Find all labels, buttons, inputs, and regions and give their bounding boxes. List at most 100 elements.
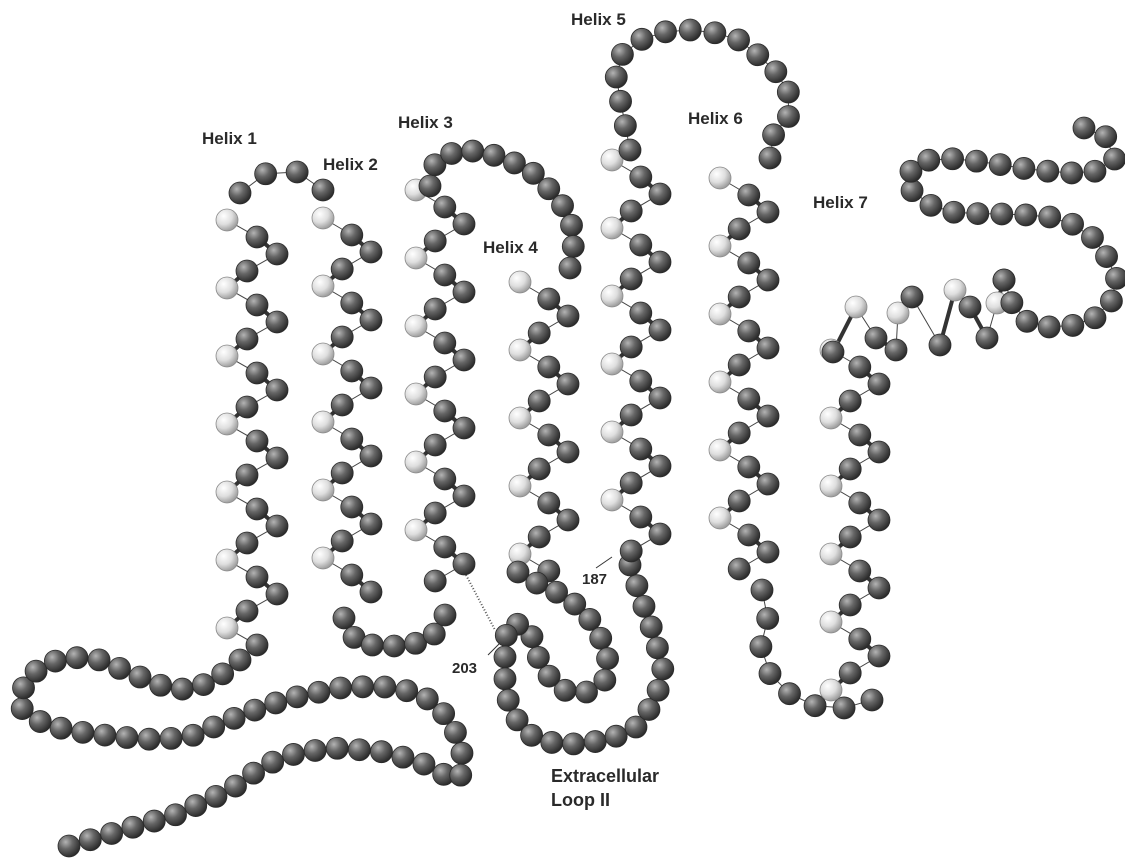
n-terminal-tail — [50, 717, 72, 739]
helix-5-residue — [649, 251, 671, 273]
helix-3-residue — [453, 281, 475, 303]
helix-7-residue — [849, 356, 871, 378]
helix-1-residue — [216, 617, 238, 639]
helix-6-residue — [728, 218, 750, 240]
helix-5-residue — [649, 523, 671, 545]
loop-5-6 — [631, 28, 653, 50]
helix-3-residue — [453, 553, 475, 575]
c-terminal-tail — [918, 149, 940, 171]
helix-1-residue — [216, 549, 238, 571]
n-terminal-tail — [101, 822, 123, 844]
helix-5-residue — [630, 438, 652, 460]
loop-5-6 — [763, 124, 785, 146]
helix-3-residue — [405, 451, 427, 473]
n-terminal-tail — [308, 681, 330, 703]
helix-7-residue — [868, 509, 890, 531]
helix-3-residue — [424, 570, 446, 592]
c-terminal-tail — [1073, 117, 1095, 139]
n-terminal-tail — [326, 737, 348, 759]
helix-6-residue — [728, 490, 750, 512]
helix-6-residue — [728, 286, 750, 308]
helix-2-residue — [312, 275, 334, 297]
helix-4-residue — [509, 339, 531, 361]
helix-7-label: Helix 7 — [813, 193, 868, 212]
helix-6-residue — [728, 354, 750, 376]
helix-3-residue — [434, 400, 456, 422]
helix-7-residue — [849, 492, 871, 514]
helix-5-residue — [601, 285, 623, 307]
n-terminal-tail — [11, 698, 33, 720]
loop-6-7 — [861, 689, 883, 711]
helix-1-residue — [246, 362, 268, 384]
helix-5-residue — [620, 268, 642, 290]
c-terminal-tail — [967, 203, 989, 225]
helix-5-residue — [620, 200, 642, 222]
extracellular-loop-2 — [638, 698, 660, 720]
c-terminal-tail — [1013, 157, 1035, 179]
helix-2-residue — [341, 360, 363, 382]
helix-8-residue — [885, 339, 907, 361]
helix-4-residue — [538, 288, 560, 310]
extracellular-loop-label-line2: Loop II — [551, 790, 610, 810]
helix-4-label: Helix 4 — [483, 238, 538, 257]
helix-2-residue — [331, 326, 353, 348]
helix-6-residue — [757, 541, 779, 563]
loop-5-6 — [777, 106, 799, 128]
helix-1-residue — [266, 583, 288, 605]
n-terminal-tail — [150, 674, 172, 696]
loop-1-2 — [255, 163, 277, 185]
extracellular-loop-label-line1: Extracellular — [551, 766, 659, 786]
n-terminal-tail — [450, 764, 472, 786]
helix-1-residue — [236, 600, 258, 622]
helix-5-residue — [630, 370, 652, 392]
n-terminal-tail — [374, 676, 396, 698]
helix-8-residue — [845, 296, 867, 318]
helix-6-residue — [757, 201, 779, 223]
helix-7-residue — [820, 611, 842, 633]
loop-5-6 — [728, 29, 750, 51]
n-terminal-tail — [171, 678, 193, 700]
helix-2-residue — [341, 292, 363, 314]
loop-2-3 — [434, 604, 456, 626]
n-terminal-tail — [225, 775, 247, 797]
helix-3-residue — [424, 366, 446, 388]
helix-1-residue — [236, 532, 258, 554]
helix-1-residue — [236, 260, 258, 282]
helix-2-residue — [341, 224, 363, 246]
helix-4-residue — [528, 526, 550, 548]
extracellular-loop-2 — [597, 648, 619, 670]
helix-7-residue — [820, 679, 842, 701]
n-terminal-tail — [79, 829, 101, 851]
loop-2-3 — [333, 607, 355, 629]
helix-1-residue — [246, 498, 268, 520]
helix-3-residue — [434, 196, 456, 218]
helix-4-residue — [557, 373, 579, 395]
n-terminal-tail — [66, 647, 88, 669]
c-terminal-tail — [1038, 316, 1060, 338]
helix-7-residue — [839, 594, 861, 616]
helix-2-residue — [360, 445, 382, 467]
c-terminal-tail — [993, 269, 1015, 291]
helix-3-residue — [405, 315, 427, 337]
loop-5-6 — [610, 90, 632, 112]
loop-6-7 — [804, 695, 826, 717]
helix-3-residue — [434, 332, 456, 354]
helix-7-residue — [820, 407, 842, 429]
extracellular-loop-2 — [633, 595, 655, 617]
loop-5-6 — [611, 43, 633, 65]
helix-5-residue — [630, 234, 652, 256]
c-terminal-tail — [901, 180, 923, 202]
helix-5-residue — [620, 472, 642, 494]
loop-2-3 — [383, 635, 405, 657]
helix-2-residue — [312, 411, 334, 433]
c-terminal-tail — [965, 150, 987, 172]
helix-8-residue — [929, 334, 951, 356]
n-terminal-tail — [94, 724, 116, 746]
helix-4-residue — [509, 271, 531, 293]
helix-3-residue — [434, 468, 456, 490]
helix-7-residue — [849, 560, 871, 582]
helix-2-residue — [331, 394, 353, 416]
n-terminal-tail — [122, 816, 144, 838]
helix-8-residue — [822, 341, 844, 363]
c-terminal-tail — [1062, 314, 1084, 336]
